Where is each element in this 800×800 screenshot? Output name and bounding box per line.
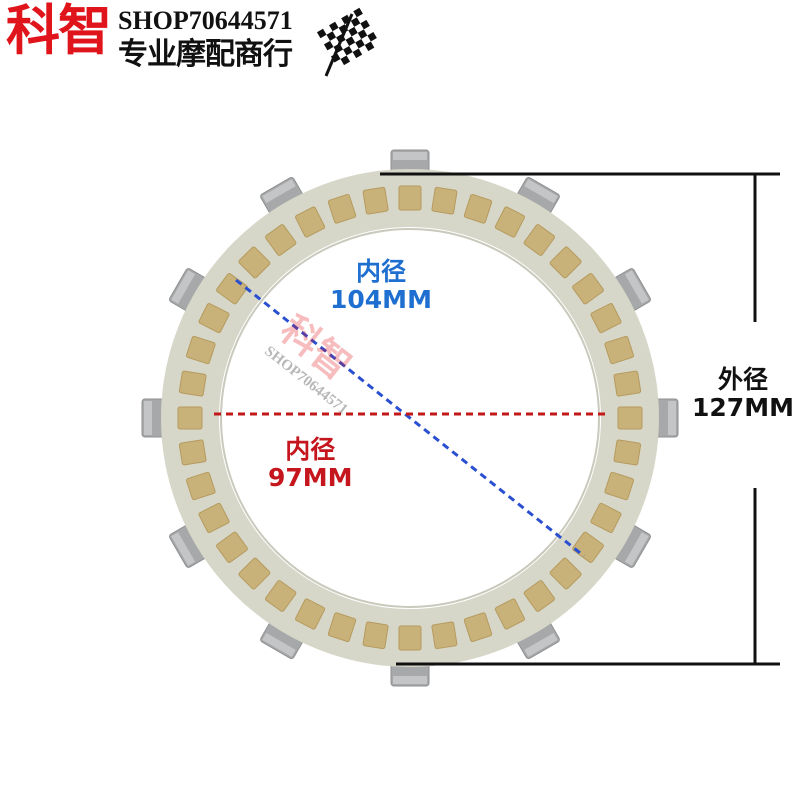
friction-pad <box>604 335 634 365</box>
friction-pad <box>327 612 357 642</box>
flag-cell <box>326 31 337 41</box>
friction-pad <box>216 531 248 563</box>
friction-pad <box>523 580 555 612</box>
friction-pad <box>238 246 271 279</box>
flag-cell <box>348 26 358 37</box>
outer-diameter-label: 外径 127MM <box>686 366 800 422</box>
friction-pad <box>295 598 326 630</box>
friction-pad <box>431 186 458 215</box>
friction-pad <box>238 557 271 590</box>
friction-pad <box>265 580 297 612</box>
disc-inner-edge <box>220 228 600 608</box>
friction-pad <box>362 186 389 215</box>
friction-pad <box>186 335 216 365</box>
flag-cell <box>355 38 365 49</box>
flag-cell <box>364 41 375 52</box>
friction-pad <box>604 471 634 501</box>
shop-id: SHOP70644571 <box>118 6 293 35</box>
flag-cell <box>316 28 327 39</box>
friction-pad <box>549 557 582 590</box>
checkered-flag-icon <box>316 7 377 77</box>
friction-pad <box>590 502 622 533</box>
friction-pad <box>549 246 582 279</box>
friction-pad <box>494 206 525 238</box>
friction-pad <box>398 625 422 651</box>
flag-cell <box>340 55 351 66</box>
shop-tagline: 专业摩配商行 <box>118 37 293 72</box>
flag-cell <box>352 48 363 59</box>
inner-blue-value: 104MM <box>330 285 432 314</box>
inner-blue-title: 内径 <box>355 257 406 286</box>
friction-pad <box>613 439 642 466</box>
friction-pad <box>178 439 207 466</box>
inner-diameter-red-label: 内径 97MM <box>268 436 353 492</box>
flag-cell <box>343 45 353 56</box>
friction-pad <box>494 598 525 630</box>
flag-cell <box>353 7 363 18</box>
flag-cell <box>329 21 339 32</box>
inner-diameter-blue-line <box>235 278 585 558</box>
friction-pad <box>327 194 357 224</box>
friction-pad <box>572 273 604 305</box>
inner-diameter-blue-label: 内径 104MM <box>330 258 432 314</box>
friction-pad <box>523 224 555 256</box>
friction-pads <box>177 185 643 651</box>
friction-pad <box>362 621 389 650</box>
outer-title: 外径 <box>717 365 768 394</box>
friction-pad <box>590 303 622 334</box>
friction-pad <box>398 185 422 211</box>
friction-pad <box>572 531 604 563</box>
friction-pad <box>295 206 326 238</box>
friction-pad <box>613 370 642 397</box>
friction-pad <box>463 194 493 224</box>
flag-cell <box>350 17 361 27</box>
flag-cell <box>367 31 377 42</box>
friction-pad <box>431 621 458 650</box>
friction-pad <box>617 406 643 430</box>
flag-cell <box>345 36 356 46</box>
friction-pad <box>198 502 230 533</box>
inner-red-value: 97MM <box>268 463 353 492</box>
friction-pad <box>198 303 230 334</box>
friction-pad <box>265 224 297 256</box>
friction-pad <box>463 612 493 642</box>
brand-logo: 科智 <box>6 0 112 62</box>
friction-pad <box>178 370 207 397</box>
flag-cell <box>323 40 334 51</box>
flag-cell <box>357 29 368 39</box>
friction-pad <box>177 406 203 430</box>
inner-red-title: 内径 <box>285 435 336 464</box>
outer-value: 127MM <box>692 393 794 422</box>
friction-pad <box>186 471 216 501</box>
flag-cell <box>360 19 370 30</box>
